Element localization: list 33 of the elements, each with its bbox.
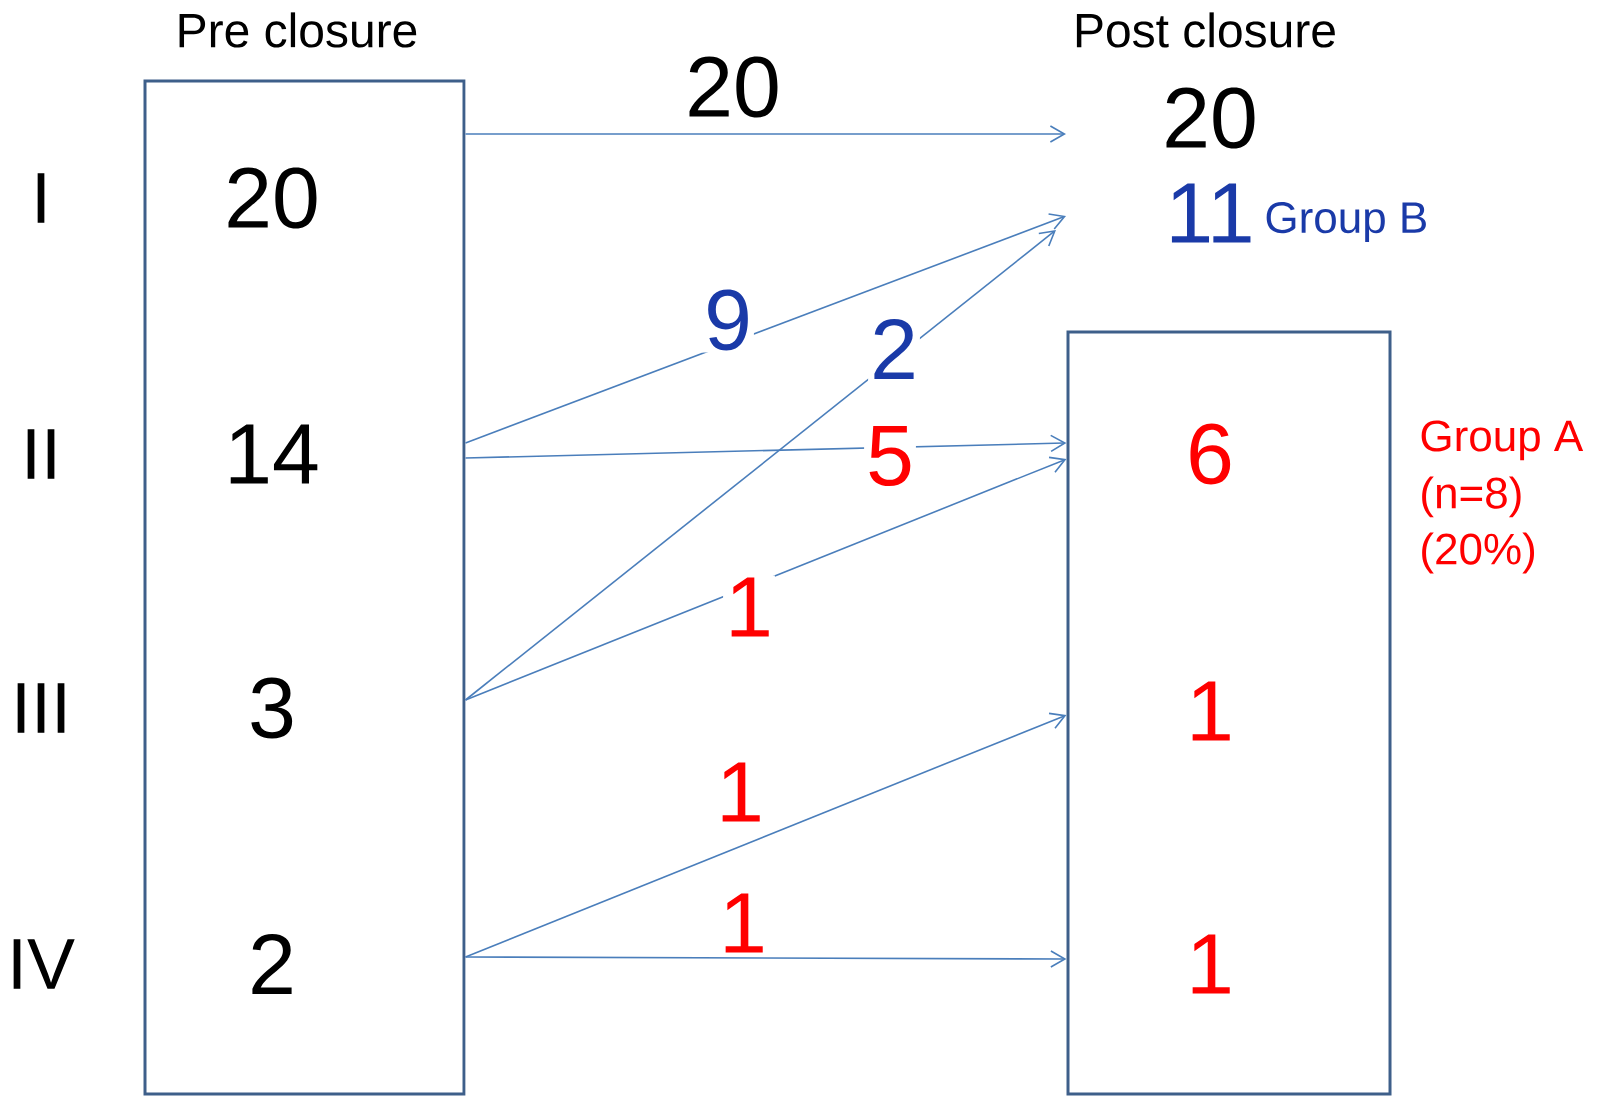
arrow: [464, 456, 1067, 701]
count-number: 3: [251, 677, 293, 739]
edge-label: 9: [702, 287, 754, 353]
group-note: Group A: [1421, 420, 1584, 461]
arrow: [464, 230, 1056, 701]
arrow: [464, 950, 1067, 968]
count-number: 20: [228, 167, 317, 229]
count-number: 2: [252, 933, 292, 994]
column-heading: Post closure: [1076, 12, 1335, 48]
arrow: [464, 434, 1067, 459]
arrow: [464, 125, 1066, 143]
group-note: Group B: [1266, 202, 1426, 242]
count-number: 1: [1192, 681, 1230, 741]
arrow: [464, 712, 1067, 958]
edge-label: 1: [723, 575, 775, 639]
count-number: 1: [1192, 934, 1230, 994]
stage-numeral: III: [17, 683, 65, 733]
group-note: (20%): [1422, 532, 1534, 574]
stage-numeral: II: [27, 429, 55, 479]
edge-label: 20: [683, 54, 783, 120]
edge-label: 5: [864, 424, 916, 488]
edge-label: 1: [714, 760, 766, 824]
arrow: [464, 213, 1066, 444]
edge-label: 2: [868, 316, 920, 381]
count-number: 6: [1190, 423, 1231, 485]
count-number: 14: [230, 424, 318, 484]
column-heading: Pre closure: [179, 12, 417, 48]
count-number: 20: [1166, 87, 1255, 149]
stage-numeral: I: [37, 173, 45, 223]
count-number: 11: [1171, 183, 1251, 243]
edge-label: 1: [717, 891, 769, 955]
group-note: (n=8): [1422, 476, 1521, 518]
stage-numeral: IV: [13, 939, 75, 989]
